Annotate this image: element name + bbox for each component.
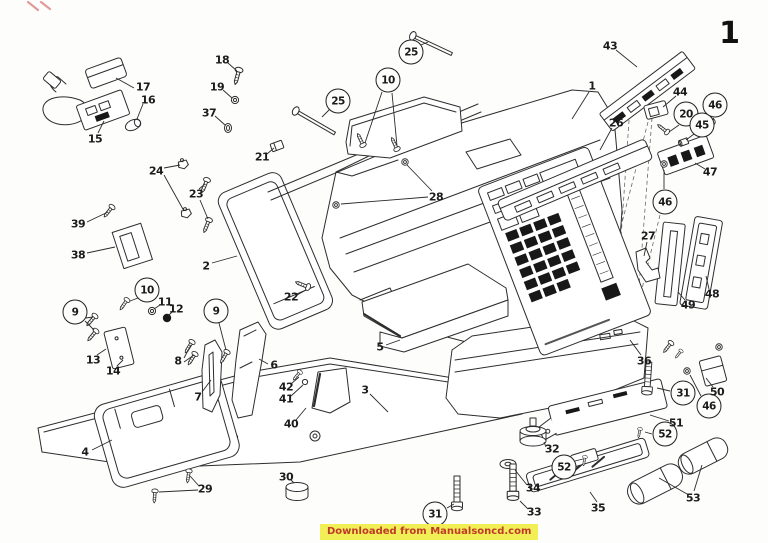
part-callout-31: 31	[670, 380, 696, 406]
part-callout-43: 43	[602, 39, 618, 53]
accessory-tray-drawing	[361, 263, 509, 353]
part-callout-18: 18	[214, 53, 230, 67]
spool-pins-drawing	[627, 437, 729, 505]
cover-40-drawing	[301, 367, 351, 414]
part-callout-29: 29	[197, 482, 213, 496]
part-callout-16: 16	[140, 93, 156, 107]
part-callout-11: 11	[157, 295, 173, 309]
part-callout-3: 3	[361, 383, 369, 397]
plate-48-drawing	[679, 216, 723, 310]
part-callout-14: 14	[105, 364, 121, 378]
part-callout-15: 15	[87, 132, 103, 146]
part-callout-48: 48	[704, 287, 720, 301]
part-callout-19: 19	[209, 80, 225, 94]
bracket-27-drawing	[635, 247, 661, 283]
part-callout-44: 44	[672, 85, 688, 99]
part-callout-21: 21	[254, 150, 270, 164]
part-callout-47: 47	[702, 165, 718, 179]
part-callout-32: 32	[544, 442, 560, 456]
part-callout-53: 53	[685, 491, 701, 505]
part-callout-25: 25	[325, 88, 351, 114]
part-callout-27: 27	[640, 229, 656, 243]
slotted-strip-43-drawing	[599, 51, 696, 131]
part-callout-46: 46	[652, 189, 678, 215]
part-callout-52: 52	[652, 421, 678, 447]
free-arm-bed-drawing	[445, 313, 649, 419]
foot-control-drawing	[42, 57, 142, 132]
part-callout-50: 50	[709, 385, 725, 399]
cap-30-drawing	[285, 482, 309, 501]
part-callout-26: 26	[608, 116, 624, 130]
part-callout-49: 49	[680, 298, 696, 312]
bracket-38-drawing	[111, 222, 153, 270]
part-callout-1: 1	[588, 79, 596, 93]
watermark-banner: Downloaded from Manualsoncd.com	[320, 524, 539, 540]
part-callout-6: 6	[270, 358, 278, 372]
slide-plate-drawing	[525, 437, 650, 493]
part-callout-42: 42	[278, 380, 294, 394]
handle-screw-drawing	[291, 31, 453, 136]
part-callout-22: 22	[283, 290, 299, 304]
plate-47-drawing	[657, 134, 715, 176]
front-trim-drawing	[497, 139, 653, 221]
part-callout-9: 9	[203, 298, 229, 324]
part-callout-46: 46	[696, 393, 722, 419]
part-callout-51: 51	[668, 416, 684, 430]
part-callout-17: 17	[135, 80, 151, 94]
part-callout-46: 46	[702, 92, 728, 118]
part-callout-10: 10	[134, 277, 160, 303]
part-callout-9: 9	[62, 299, 88, 325]
part-callout-39: 39	[70, 217, 86, 231]
part-callout-24: 24	[148, 164, 164, 178]
part-callout-25: 25	[398, 39, 424, 65]
part-callout-36: 36	[636, 354, 652, 368]
corner-pen-mark	[26, 0, 52, 12]
needle-plate-drawing	[538, 378, 668, 441]
part-callout-33: 33	[526, 505, 542, 519]
part-callout-31: 31	[422, 501, 448, 527]
part-callout-13: 13	[85, 353, 101, 367]
part-callout-35: 35	[590, 501, 606, 515]
part-callout-23: 23	[188, 187, 204, 201]
part-callout-10: 10	[375, 67, 401, 93]
part-callout-5: 5	[376, 340, 384, 354]
part-callout-12: 12	[168, 302, 184, 316]
bracket-6-drawing	[231, 321, 267, 419]
part-callout-28: 28	[428, 190, 444, 204]
part-callout-8: 8	[174, 354, 182, 368]
machine-foot-32-drawing	[519, 417, 547, 447]
page-number: 1	[719, 16, 740, 51]
part-callout-38: 38	[70, 248, 86, 262]
part-callout-4: 4	[81, 445, 89, 459]
part-callout-30: 30	[278, 470, 294, 484]
part-callout-37: 37	[201, 106, 217, 120]
part-callout-2: 2	[202, 259, 210, 273]
plate-13-drawing	[103, 326, 135, 370]
part-callout-41: 41	[278, 392, 294, 406]
plate-49-drawing	[654, 221, 686, 307]
part-callout-34: 34	[525, 481, 541, 495]
part-callout-40: 40	[283, 417, 299, 431]
part-callout-52: 52	[551, 454, 577, 480]
part-callout-7: 7	[194, 390, 202, 404]
